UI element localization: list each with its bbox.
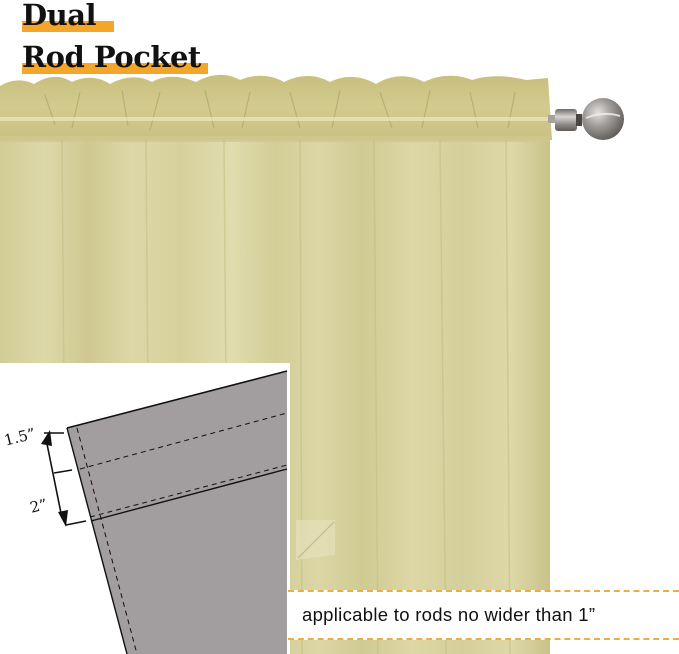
rod-width-note-text: applicable to rods no wider than 1” (302, 604, 596, 625)
pocket-dimension-illustration (41, 370, 288, 654)
rod-pocket-diagram (0, 363, 290, 654)
rod-width-note: applicable to rods no wider than 1” (288, 590, 679, 640)
title-text-dual: Dual (22, 0, 97, 32)
title-text-rod-pocket: Rod Pocket (22, 40, 201, 74)
title-line-1: Dual (22, 0, 114, 32)
fabric-panel-shape (67, 371, 287, 654)
title-line-2: Rod Pocket (22, 40, 208, 74)
